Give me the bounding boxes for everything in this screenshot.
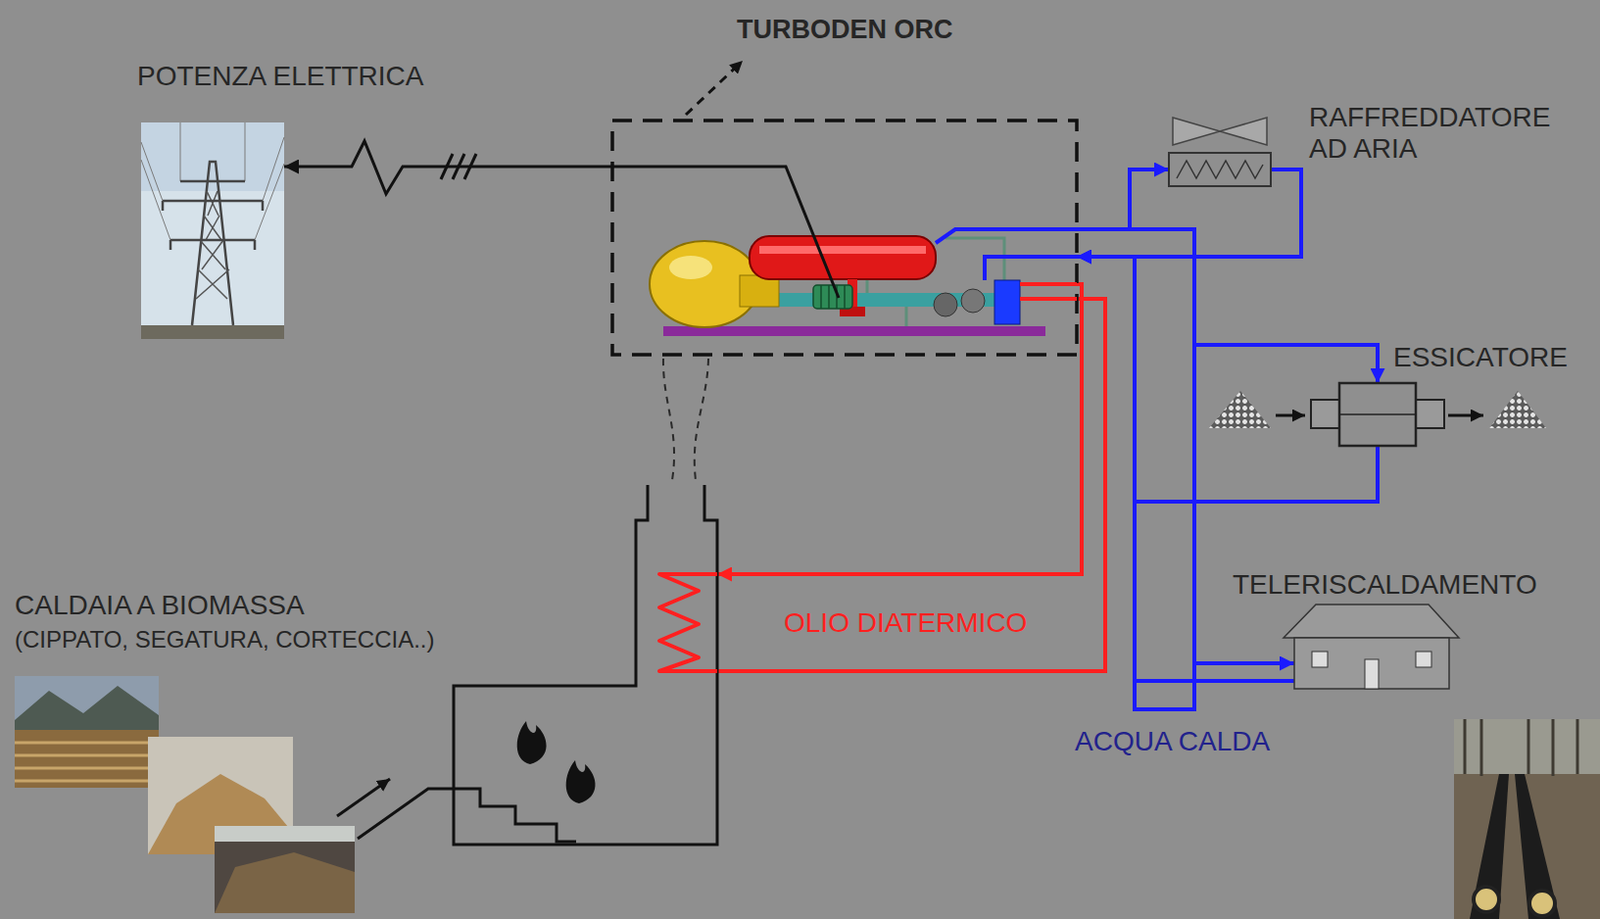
house-window: [1415, 651, 1432, 668]
node-heading: CALDAIA A BIOMASSA: [14, 589, 305, 622]
orc-pump: [933, 292, 958, 317]
pipe-photo: [1454, 719, 1600, 919]
photo-pipe: [1514, 774, 1560, 919]
text-holder: POTENZA ELETTRICA: [137, 60, 425, 93]
text-holder: ACQUA CALDA: [1074, 726, 1270, 758]
house-window: [1311, 651, 1328, 668]
text-holder: CALDAIA A BIOMASSA: [14, 589, 305, 622]
air-cooler: RAFFREDDATORE AD ARIA: [1168, 152, 1271, 187]
orc-oil-stub: [1019, 284, 1077, 299]
photo-ground: [141, 325, 285, 340]
water-pipe: [1076, 256, 1378, 502]
smoke-line: [694, 358, 709, 481]
node-heading: RAFFREDDATORE AD ARIA: [1309, 101, 1574, 165]
house-body: [1294, 637, 1450, 689]
boiler-outline: [453, 484, 718, 845]
photo-sky: [141, 122, 285, 340]
dryer-divider: [1339, 413, 1416, 416]
dryer-body: [1339, 383, 1416, 446]
node-heading: TURBODEN ORC: [736, 14, 954, 46]
biomass-boiler-shape: [453, 484, 718, 845]
air-cooler-shape: [1168, 152, 1271, 187]
text-holder: ESSICATORE: [1393, 341, 1568, 374]
photo-bark-pile: [214, 852, 355, 914]
node-heading: TELERISCALDAMENTO: [1232, 569, 1538, 601]
cooler-coil: [1176, 160, 1263, 179]
water-pipe: [1076, 229, 1378, 384]
text-holder: RAFFREDDATORE AD ARIA: [1309, 101, 1574, 165]
water-pipe: [1076, 169, 1169, 230]
photo-logs: [14, 729, 159, 788]
orc-base: [663, 326, 1046, 337]
orc-generator: [813, 285, 853, 309]
smoke-line: [663, 358, 675, 481]
photo-log-rows: [14, 742, 159, 781]
photo-ground: [1454, 719, 1600, 919]
node-heading: (CIPPATO, SEGATURA, CORTECCIA..): [14, 626, 436, 654]
callout-leader: [685, 60, 743, 115]
tower-lattice: [195, 191, 230, 299]
flow-arrow: [1275, 414, 1306, 418]
cooler-box: [1168, 152, 1271, 187]
orc-evaporator-band: [759, 245, 926, 254]
grate-steps: [357, 788, 577, 842]
house-door: [1364, 659, 1379, 689]
flame-symbol: [517, 721, 547, 765]
orc-water-stub: [935, 229, 1077, 281]
photo-pipe: [1469, 774, 1509, 919]
orc-generator-ribs: [821, 285, 845, 309]
text-holder: TELERISCALDAMENTO: [1232, 569, 1538, 601]
photo-pipe-end: [1529, 890, 1555, 917]
photo-bark: [214, 825, 355, 914]
dryer-shape: [1310, 383, 1445, 446]
orc-module-shape: [612, 120, 1077, 355]
node-heading: ESSICATORE: [1393, 341, 1568, 374]
district-heating-house-shape: [1294, 637, 1450, 689]
oil-coil: [659, 574, 718, 672]
fan-symbol: [1172, 117, 1267, 146]
photo-pipe-end: [1473, 886, 1500, 913]
biomass-photos: [14, 676, 355, 914]
fluid-label: OLIO DIATERMICO: [783, 607, 1027, 639]
tower-arms: [162, 181, 263, 250]
orc-dashed-border: [612, 120, 1077, 355]
text-holder: TURBODEN ORC: [736, 14, 954, 46]
text-holder: OLIO DIATERMICO: [783, 607, 1027, 639]
orc-tank-highlight: [669, 255, 713, 280]
text-holder: (CIPPATO, SEGATURA, CORTECCIA..): [14, 626, 436, 654]
feed-arrow: [337, 778, 390, 817]
orc-pump: [961, 289, 985, 313]
water-loop: [1134, 663, 1195, 710]
pellet-pile: [1489, 390, 1547, 429]
orc-module: TURBODEN ORC: [612, 120, 1077, 355]
orc-heat-exchanger: [994, 280, 1020, 325]
photo-mountains: [14, 685, 159, 735]
house-roof: [1283, 604, 1459, 638]
smoke-lines: [663, 358, 709, 481]
orc-evaporator: [749, 236, 936, 280]
photo-trunks: [1464, 719, 1578, 776]
biomass-boiler: CALDAIA A BIOMASSA(CIPPATO, SEGATURA, CO…: [453, 484, 718, 845]
district-heating-house: TELERISCALDAMENTO: [1294, 637, 1450, 689]
tower-legs: [192, 161, 234, 326]
fluid-label: ACQUA CALDA: [1074, 726, 1270, 758]
power-grid-photo: POTENZA ELETTRICA: [141, 122, 285, 340]
photo-bark-sky: [214, 825, 355, 842]
power-grid-photo-shape: [141, 122, 285, 340]
photo-woodpile: [14, 676, 159, 788]
flow-arrow: [1448, 414, 1484, 418]
pellet-pile: [1209, 390, 1271, 429]
water-pipe: [1076, 256, 1295, 681]
node-heading: POTENZA ELETTRICA: [137, 60, 425, 93]
flame-symbol: [566, 760, 596, 804]
dryer: ESSICATORE: [1310, 383, 1445, 446]
power-line: [284, 141, 613, 194]
orc-shaft-line: [612, 166, 839, 298]
